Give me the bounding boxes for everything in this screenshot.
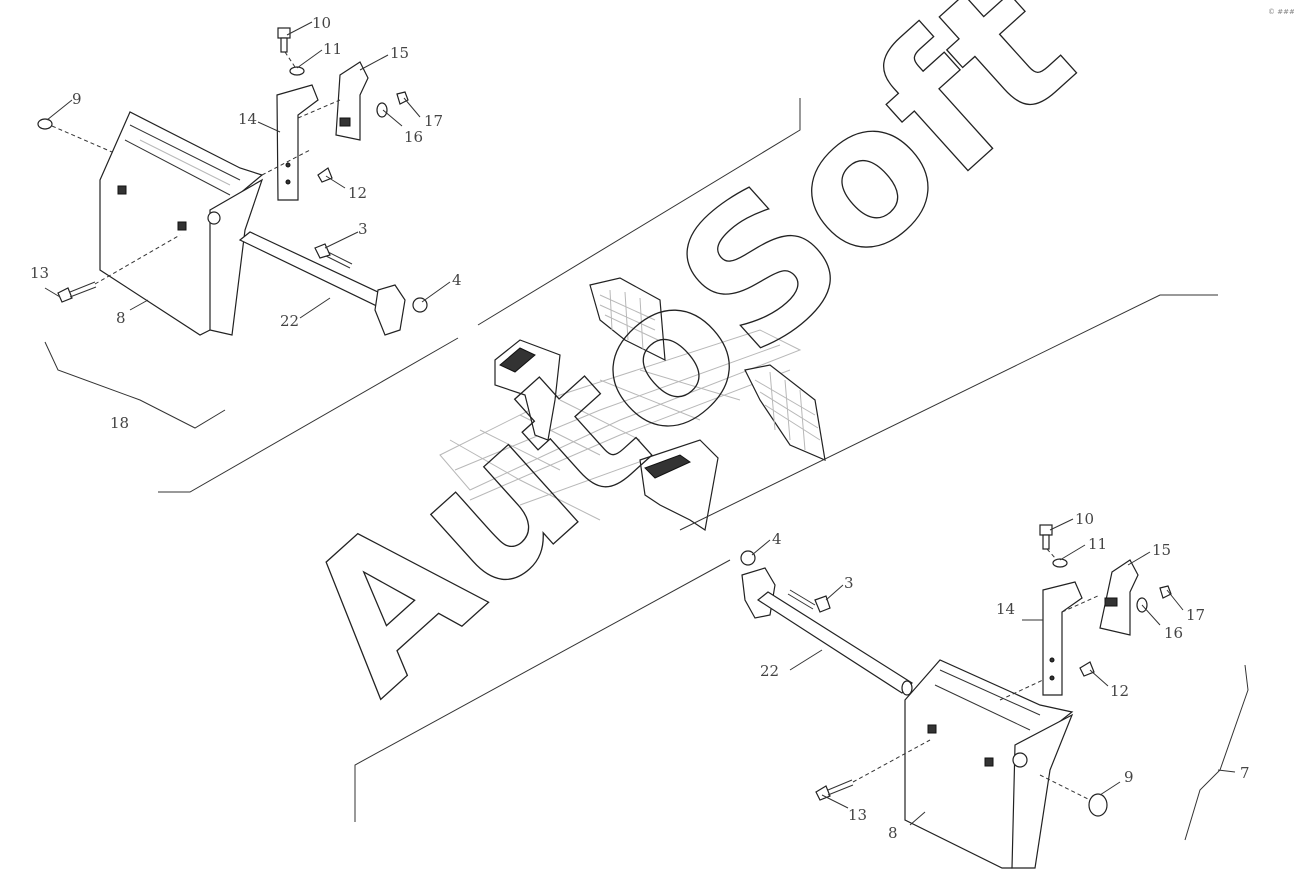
tube-22-left (238, 231, 397, 311)
brace-7 (1184, 664, 1249, 841)
label-7: 7 (1240, 764, 1250, 782)
label-8-left: 8 (116, 309, 126, 327)
leader-lines (44, 21, 1184, 826)
bolt-12-right (1079, 661, 1095, 677)
label-16-right: 16 (1164, 624, 1183, 642)
label-3-left: 3 (358, 220, 368, 238)
bolt-13-left (57, 287, 73, 303)
label-10-right: 10 (1075, 510, 1094, 528)
fender-lower-right-mesh (744, 364, 826, 461)
bolt-10-left (277, 27, 291, 39)
bolt-3-left (314, 243, 331, 259)
label-13-right: 13 (848, 806, 867, 824)
callout-labels: 10 11 15 9 14 17 16 12 3 13 4 8 22 18 10… (30, 14, 1250, 842)
brace-18 (44, 341, 226, 429)
label-16-left: 16 (404, 128, 423, 146)
label-17-right: 17 (1186, 606, 1205, 624)
label-9-right: 9 (1124, 768, 1134, 786)
bracket-line-c (679, 294, 1218, 531)
nut-17-left (396, 91, 409, 105)
washer-11-left (289, 66, 305, 76)
label-13-left: 13 (30, 264, 49, 282)
label-14-right: 14 (996, 600, 1015, 618)
bolt-12-left (317, 167, 333, 183)
label-15-left: 15 (390, 44, 409, 62)
label-15-right: 15 (1152, 541, 1171, 559)
bracket-14-left (276, 84, 319, 201)
label-14-left: 14 (238, 110, 257, 128)
label-10-left: 10 (312, 14, 331, 32)
washer-11-right (1052, 558, 1068, 568)
label-3-right: 3 (844, 574, 854, 592)
label-12-left: 12 (348, 184, 367, 202)
label-18: 18 (110, 414, 129, 432)
label-17-left: 17 (424, 112, 443, 130)
tube-22-right (756, 591, 913, 694)
bracket-line-b (477, 98, 801, 326)
right-assembly (740, 524, 1172, 869)
watermark-text: AutoSoft (262, 0, 1112, 733)
washer-16-left (376, 102, 388, 118)
chassis-assembly (439, 277, 826, 532)
bracket-15-left (335, 61, 369, 141)
left-assembly (37, 27, 428, 336)
label-22-right: 22 (760, 662, 779, 680)
label-11-right: 11 (1088, 535, 1107, 553)
nut-4-right (740, 550, 756, 566)
nut-17-right (1159, 585, 1172, 599)
label-9-left: 9 (72, 90, 82, 108)
bracket-15-right (1099, 559, 1139, 636)
plug-9-left (37, 118, 53, 130)
corner-mark: © ### (1268, 8, 1294, 16)
label-12-right: 12 (1110, 682, 1129, 700)
bracket-line-a (158, 337, 459, 493)
bracket-14-right (1042, 581, 1083, 696)
bracket-line-d (354, 559, 731, 822)
label-22-left: 22 (280, 312, 299, 330)
plug-9-right (1088, 793, 1108, 817)
label-4-left: 4 (452, 271, 462, 289)
bolt-13-right (815, 785, 831, 801)
label-8-right: 8 (888, 824, 898, 842)
label-4-right: 4 (772, 530, 782, 548)
label-11-left: 11 (323, 40, 342, 58)
